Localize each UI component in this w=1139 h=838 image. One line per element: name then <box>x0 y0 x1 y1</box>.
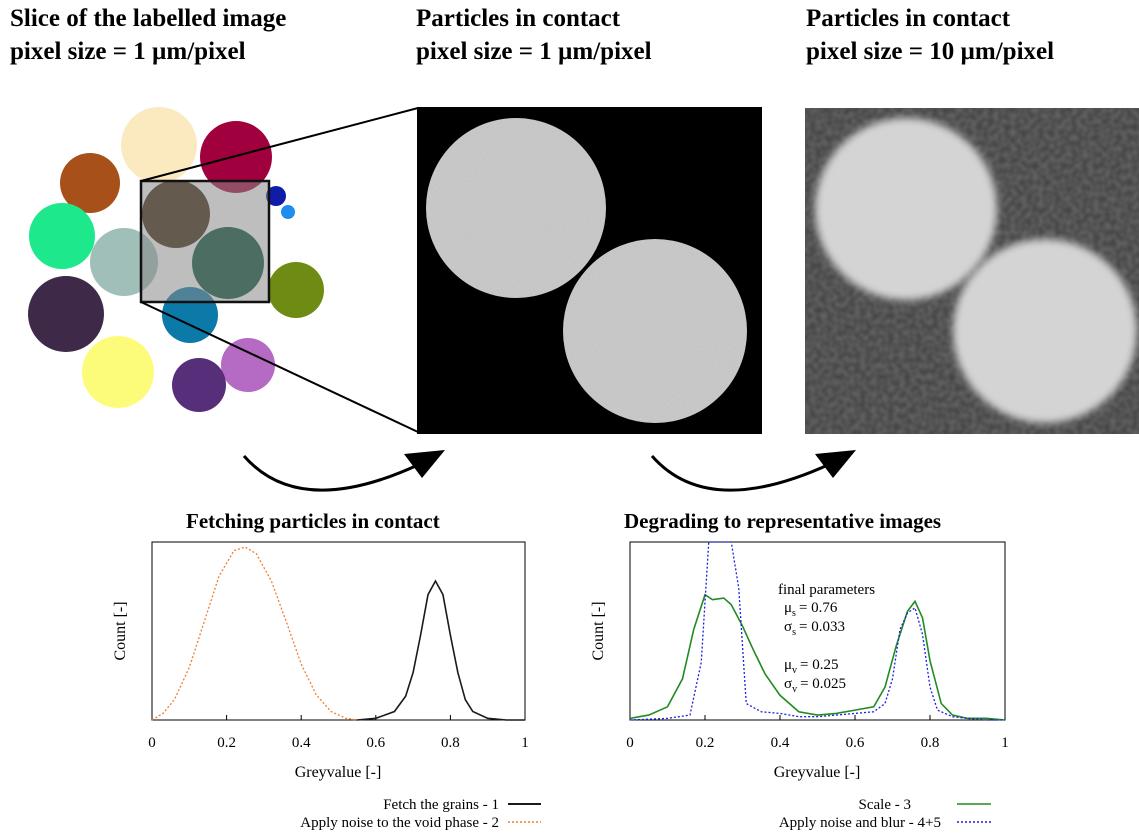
particle <box>266 186 286 206</box>
contact-image-10um <box>805 108 1139 434</box>
header-contact-10um-line2: pixel size = 10 µm/pixel <box>806 38 1055 65</box>
zoom-connector-top <box>140 107 419 182</box>
x-tick-label: 0 <box>148 735 156 751</box>
chart-fetching: 0 0.2 0.4 0.6 0.8 1 Count [-] Greyvalue [-] F… <box>112 541 541 831</box>
chart-ticks: 0 0.2 0.4 0.6 0.8 1 <box>148 715 529 751</box>
process-arrows <box>242 450 856 492</box>
x-tick-label: 0.4 <box>771 735 790 751</box>
labelled-slice-panel <box>28 107 419 433</box>
zoom-box <box>139 179 271 304</box>
blurred-particle <box>815 118 997 300</box>
series-line-1 <box>357 579 525 721</box>
arrow-fetch <box>242 455 421 492</box>
plot-title-fetching: Fetching particles in contact <box>186 509 440 533</box>
x-tick-label: 1 <box>1001 735 1009 751</box>
header-slice: Slice of the labelled image pixel size =… <box>10 2 286 68</box>
series-line-1 <box>629 593 1006 721</box>
y-axis-label: Count [-] <box>112 601 129 660</box>
param-title: final parameters <box>778 582 875 598</box>
header-slice-line2: pixel size = 1 µm/pixel <box>10 38 246 65</box>
param-mu-s: μs= 0.76 <box>784 600 838 619</box>
chart-frame <box>151 541 526 721</box>
param-sigma-v: σv= 0.025 <box>784 676 846 695</box>
particle <box>200 121 272 193</box>
x-tick-label: 1 <box>521 735 529 751</box>
particle <box>60 153 120 213</box>
particle <box>172 358 226 412</box>
particle <box>221 338 275 392</box>
header-contact-1um: Particles in contact pixel size = 1 µm/p… <box>416 2 652 68</box>
arrow-fetch-head <box>404 450 445 478</box>
x-axis-label: Greyvalue [-] <box>295 764 382 781</box>
particle <box>29 203 95 269</box>
arrow-degrade <box>650 455 831 492</box>
x-tick-label: 0.8 <box>921 735 940 751</box>
parameter-box: final parameters μs= 0.76 σs= 0.033 μv= … <box>778 582 875 695</box>
particle <box>28 276 104 352</box>
zoom-connector-bottom <box>140 301 419 433</box>
x-tick-label: 0.6 <box>366 735 385 751</box>
x-axis-label: Greyvalue [-] <box>774 764 861 781</box>
header-contact-10um: Particles in contact pixel size = 10 µm/… <box>806 2 1054 68</box>
series-line-2 <box>151 546 358 721</box>
grain-particle <box>563 239 747 423</box>
x-tick-label: 0 <box>626 735 634 751</box>
legend-label: Scale - 3 <box>859 797 911 813</box>
param-mu-v: μv= 0.25 <box>784 657 839 676</box>
particle <box>268 262 324 318</box>
chart-degrading: 0 0.2 0.4 0.6 0.8 1 Count [-] Greyvalue [-] f… <box>590 541 1009 831</box>
header-contact-1um-line1: Particles in contact <box>416 5 621 32</box>
legend: Fetch the grains - 1 Apply noise to the … <box>300 797 541 831</box>
x-tick-label: 0.6 <box>846 735 865 751</box>
arrow-degrade-head <box>815 450 856 478</box>
plot-title-degrading: Degrading to representative images <box>624 509 942 533</box>
header-contact-10um-line1: Particles in contact <box>806 5 1011 32</box>
y-axis-label: Count [-] <box>590 601 607 660</box>
legend: Scale - 3 Apply noise and blur - 4+5 <box>779 797 991 831</box>
chart-ticks: 0 0.2 0.4 0.6 0.8 1 <box>626 715 1009 751</box>
x-tick-label: 0.4 <box>292 735 311 751</box>
contact-image-1um <box>417 107 762 434</box>
particle <box>121 107 197 183</box>
header-contact-1um-line2: pixel size = 1 µm/pixel <box>416 38 652 65</box>
header-slice-line1: Slice of the labelled image <box>10 5 287 32</box>
particle <box>281 205 295 219</box>
legend-label: Fetch the grains - 1 <box>383 797 499 813</box>
series-line-2 <box>629 541 1005 721</box>
chart-series <box>151 546 525 721</box>
particle <box>82 336 154 408</box>
x-tick-label: 0.2 <box>217 735 236 751</box>
x-tick-label: 0.2 <box>696 735 715 751</box>
legend-label: Apply noise and blur - 4+5 <box>779 815 941 831</box>
grain-particle <box>426 118 606 298</box>
chart-series <box>629 541 1006 721</box>
param-sigma-s: σs= 0.033 <box>784 619 845 638</box>
blurred-particle <box>953 239 1137 423</box>
legend-label: Apply noise to the void phase - 2 <box>300 815 499 831</box>
chart-frame <box>629 541 1006 721</box>
x-tick-label: 0.8 <box>441 735 460 751</box>
